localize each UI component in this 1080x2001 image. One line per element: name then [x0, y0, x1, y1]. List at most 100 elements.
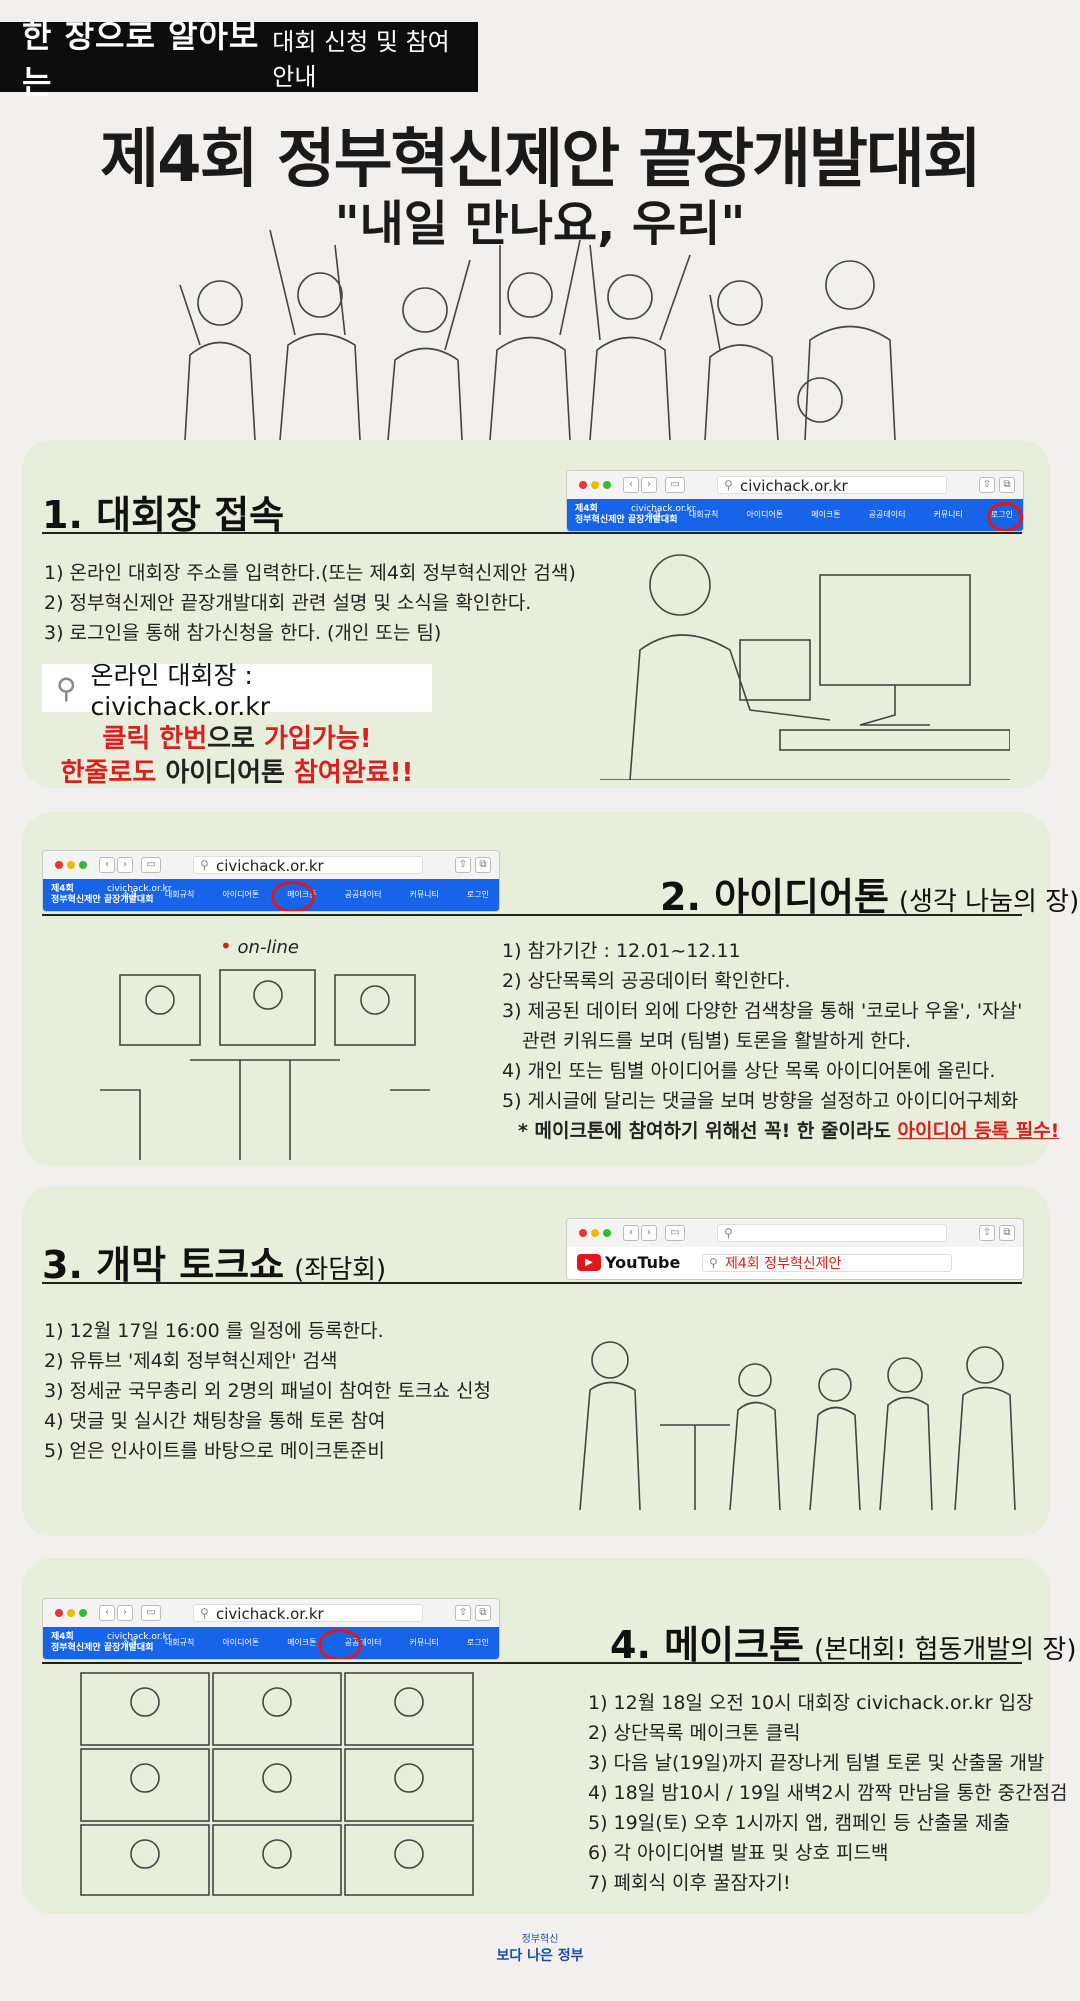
nav-ideathon[interactable]: 아이디어톤: [222, 890, 260, 899]
youtube-search-input[interactable]: 제4회 정부혁신제안: [702, 1254, 952, 1272]
nav-community[interactable]: 커뮤니티: [933, 510, 963, 519]
forward-icon[interactable]: ›: [641, 1225, 657, 1241]
close-dot-icon: [55, 861, 63, 869]
search-icon: ⚲: [56, 671, 77, 705]
address-bar[interactable]: civichack.or.kr: [717, 476, 947, 495]
share-icon[interactable]: ⇧: [455, 1605, 471, 1621]
address-bar[interactable]: civichack.or.kr: [193, 1604, 423, 1623]
step-item: 4) 개인 또는 팀별 아이디어를 상단 목록 아이디어톤에 올린다.: [502, 1060, 996, 1082]
online-text: on-line: [237, 937, 299, 958]
nav-intro[interactable]: 소개: [122, 1638, 137, 1647]
section-3-heading: 3. 개막 토크쇼: [42, 1243, 285, 1287]
nav-public-data[interactable]: 공공데이터: [344, 890, 382, 899]
browser-mock-4: ‹ › ▭ civichack.or.kr ⇧ ⧉ 제4회 civichack.…: [42, 1598, 500, 1660]
computer-user-illustration: [600, 554, 1010, 780]
nav-ideathon[interactable]: 아이디어톤: [222, 1638, 260, 1647]
step-item: 2) 유튜브 '제4회 정부혁신제안' 검색: [44, 1350, 338, 1372]
highlight-circle: [987, 502, 1023, 531]
step-item: 1) 참가기간 : 12.01~12.11: [502, 940, 741, 962]
minimize-dot-icon: [591, 1229, 599, 1237]
section-2-title: 2. 아이디어톤(생각 나눔의 장): [660, 866, 1079, 921]
nav-rules[interactable]: 대회규칙: [164, 890, 195, 899]
nav-public-data[interactable]: 공공데이터: [868, 510, 906, 519]
maximize-dot-icon: [79, 861, 87, 869]
step-item: 3) 다음 날(19일)까지 끝장나게 팀별 토론 및 산출물 개발: [588, 1752, 1045, 1774]
back-icon[interactable]: ‹: [99, 1605, 115, 1621]
nav-intro[interactable]: 소개: [122, 890, 137, 899]
step-item: 5) 19일(토) 오후 1시까지 앱, 캠페인 등 산출물 제출: [588, 1812, 1011, 1834]
site-brand[interactable]: 제4회 civichack.or.kr 정부혁신제안 끝장개발대회: [575, 504, 696, 526]
promo-emph: 가입가능!: [264, 724, 372, 754]
nav-ideathon[interactable]: 아이디어톤: [746, 510, 784, 519]
brand-site: civichack.or.kr: [106, 1632, 172, 1642]
nav-login[interactable]: 로그인: [466, 890, 489, 899]
sidebar-icon[interactable]: ▭: [141, 857, 161, 873]
nav-makethon[interactable]: 메이크톤: [287, 1638, 317, 1647]
talkshow-illustration: [579, 1341, 1016, 1510]
tabs-icon[interactable]: ⧉: [999, 477, 1015, 493]
page-subtitle: "내일 만나요, 우리": [334, 196, 746, 252]
share-icon[interactable]: ⇧: [979, 1225, 995, 1241]
online-label: • on-line: [220, 934, 299, 958]
crowd-illustration: [179, 229, 896, 440]
step-item: 6) 각 아이디어별 발표 및 상호 피드백: [588, 1842, 889, 1864]
promo-line-1: 클릭 한번으로 가입가능!: [42, 718, 432, 755]
section-3-subheading: (좌담회): [294, 1255, 387, 1285]
close-dot-icon: [55, 1609, 63, 1617]
promo-text: 으로: [207, 724, 265, 754]
section-3-steps: 1) 12월 17일 16:00 를 일정에 등록한다. 2) 유튜브 '제4회…: [44, 1316, 491, 1466]
maximize-dot-icon: [603, 1229, 611, 1237]
brand-name: 정부혁신제안 끝장개발대회: [575, 515, 678, 525]
step-item: 1) 온라인 대회장 주소를 입력한다.(또는 제4회 정부혁신제안 검색): [44, 562, 576, 584]
sidebar-icon[interactable]: ▭: [665, 477, 685, 493]
section-1-steps: 1) 온라인 대회장 주소를 입력한다.(또는 제4회 정부혁신제안 검색) 2…: [44, 558, 576, 648]
browser-mock-3: ‹ › ▭ ⇧ ⧉ ▶ YouTube 제4회 정부혁신제안: [566, 1218, 1024, 1280]
tag-subline: 대회 신청 및 참여 안내: [272, 28, 450, 91]
minimize-dot-icon: [591, 481, 599, 489]
site-brand[interactable]: 제4회 civichack.or.kr 정부혁신제안 끝장개발대회: [51, 1632, 172, 1654]
page-title: 제4회 정부혁신제안 끝장개발대회: [100, 123, 981, 197]
highlight-circle: [318, 1629, 362, 1659]
nav-intro[interactable]: 소개: [646, 510, 661, 519]
share-icon[interactable]: ⇧: [979, 477, 995, 493]
promo-text: 아이디어톤: [165, 758, 294, 788]
nav-login[interactable]: 로그인: [466, 1638, 489, 1647]
brand-edition: 제4회: [51, 1632, 74, 1642]
video-call-grid-illustration: [80, 1672, 474, 1896]
forward-icon[interactable]: ›: [117, 1605, 133, 1621]
section-3-rule: [42, 1282, 1022, 1284]
nav-makethon[interactable]: 메이크톤: [811, 510, 841, 519]
youtube-play-icon: ▶: [577, 1254, 601, 1271]
back-icon[interactable]: ‹: [623, 477, 639, 493]
address-bar[interactable]: [717, 1224, 947, 1242]
promo-line-2: 한줄로도 아이디어톤 참여완료!!: [42, 752, 432, 789]
nav-public-data[interactable]: 공공데이터: [344, 1638, 382, 1647]
nav-community[interactable]: 커뮤니티: [409, 890, 439, 899]
nav-rules[interactable]: 대회규칙: [688, 510, 719, 519]
government-logo: 정부혁신 보다 나은 정부: [490, 1930, 590, 1965]
sidebar-icon[interactable]: ▭: [141, 1605, 161, 1621]
tabs-icon[interactable]: ⧉: [999, 1225, 1015, 1241]
tabs-icon[interactable]: ⧉: [475, 1605, 491, 1621]
maximize-dot-icon: [79, 1609, 87, 1617]
youtube-bar: ▶ YouTube 제4회 정부혁신제안: [567, 1247, 1023, 1279]
step-item: 1) 12월 18일 오전 10시 대회장 civichack.or.kr 입장: [588, 1692, 1034, 1714]
site-search-box[interactable]: ⚲ 온라인 대회장 : civichack.or.kr: [42, 661, 432, 721]
online-meeting-illustration: [100, 969, 430, 1160]
brand-edition: 제4회: [575, 504, 598, 514]
share-icon[interactable]: ⇧: [455, 857, 471, 873]
section-3-title: 3. 개막 토크쇼 (좌담회): [42, 1234, 386, 1289]
address-bar[interactable]: civichack.or.kr: [193, 856, 423, 875]
back-icon[interactable]: ‹: [99, 857, 115, 873]
back-icon[interactable]: ‹: [623, 1225, 639, 1241]
nav-rules[interactable]: 대회규칙: [164, 1638, 195, 1647]
step-item: 5) 게시글에 달리는 댓글을 보며 방향을 설정하고 아이디어구체화: [502, 1090, 1019, 1112]
tabs-icon[interactable]: ⧉: [475, 857, 491, 873]
forward-icon[interactable]: ›: [117, 857, 133, 873]
nav-community[interactable]: 커뮤니티: [409, 1638, 439, 1647]
section-2-subheading: (생각 나눔의 장): [898, 887, 1080, 917]
section-4-steps: 1) 12월 18일 오전 10시 대회장 civichack.or.kr 입장…: [588, 1688, 1068, 1898]
sidebar-icon[interactable]: ▭: [665, 1225, 685, 1241]
site-brand[interactable]: 제4회 civichack.or.kr 정부혁신제안 끝장개발대회: [51, 884, 172, 906]
forward-icon[interactable]: ›: [641, 477, 657, 493]
